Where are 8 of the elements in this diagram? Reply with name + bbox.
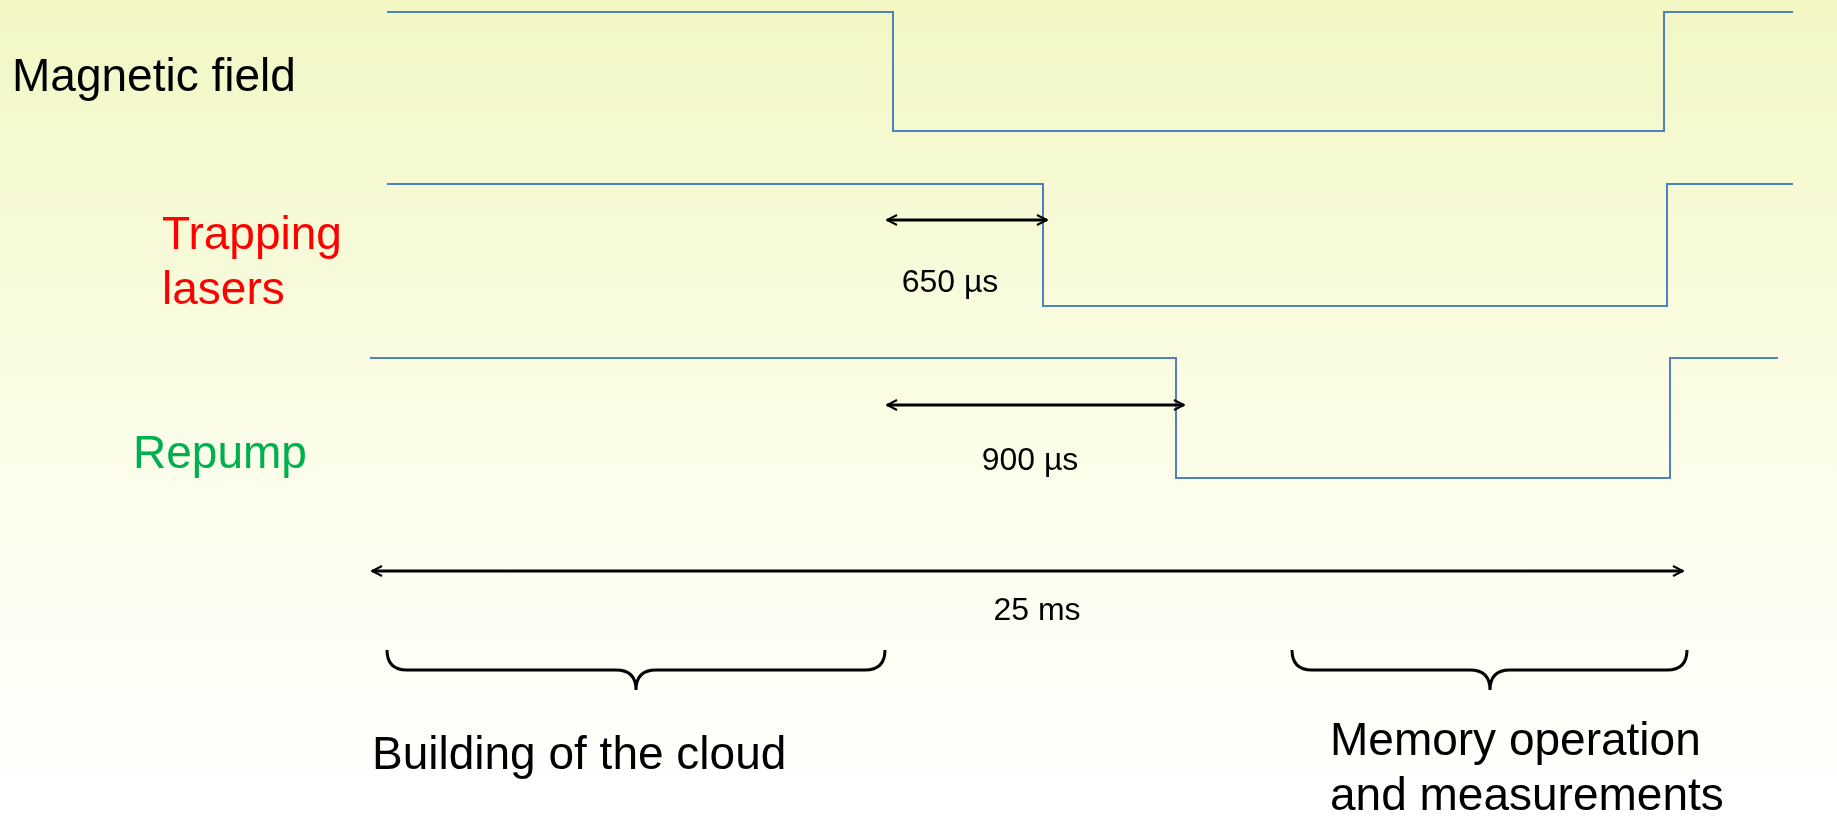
signal-label: Magnetic field (12, 49, 296, 101)
phase-label: Memory operation and measurements (1330, 713, 1724, 821)
duration-label: 900 µs (981, 441, 1079, 477)
signal-label: Trapping lasers (162, 207, 342, 315)
duration-label: 650 µs (901, 263, 999, 299)
phase-label: Building of the cloud (372, 727, 787, 779)
signal-label: Repump (133, 426, 307, 478)
duration-label: 25 ms (993, 591, 1081, 627)
